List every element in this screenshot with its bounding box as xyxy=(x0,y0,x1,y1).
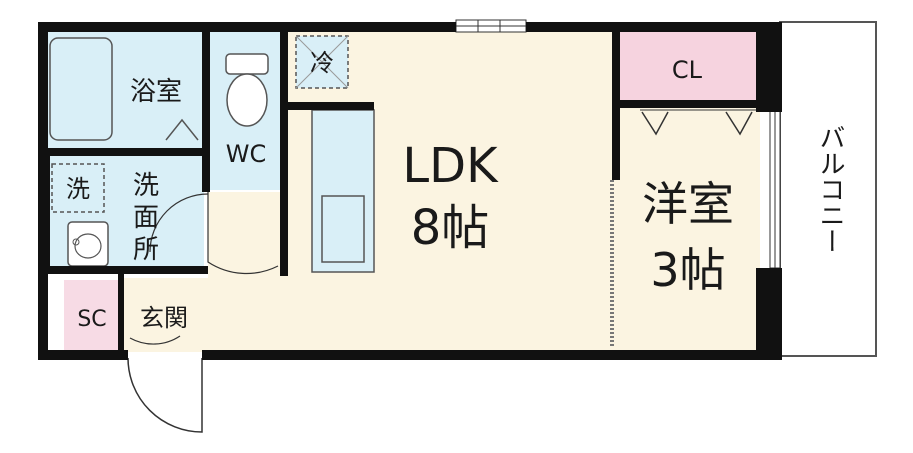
entrance-door-swing xyxy=(127,357,203,433)
closet-door-mark xyxy=(725,111,753,136)
wc-door-swing xyxy=(207,192,279,275)
bath-drain-mark xyxy=(165,118,199,141)
room-label-entrance: 玄関 xyxy=(140,304,188,332)
bathtub xyxy=(49,37,113,141)
washer-label: 洗 xyxy=(66,175,90,203)
walls xyxy=(38,22,782,360)
balcony-label: バルコニー xyxy=(815,124,845,254)
room-label-closet: CL xyxy=(672,56,703,84)
room-size-ldk: 8帖 xyxy=(411,200,490,256)
toilet-tank xyxy=(225,53,269,75)
room-size-western: 3帖 xyxy=(650,243,725,297)
room-label-wc: WC xyxy=(226,140,267,168)
western-room-floor xyxy=(612,108,760,352)
room-label-washroom: 所 xyxy=(133,235,159,265)
closet-floor xyxy=(618,30,756,102)
hall-floor xyxy=(208,192,288,352)
room-label-washroom: 洗 xyxy=(133,171,159,201)
entrance-floor xyxy=(122,278,208,352)
balcony-area xyxy=(779,21,877,357)
kitchen-sink xyxy=(321,195,365,263)
fridge-cross xyxy=(295,35,349,89)
storage-door-swing xyxy=(129,335,181,345)
room-label-ldk: LDK xyxy=(402,138,499,194)
storage-floor xyxy=(64,280,120,350)
wash-basin-tap xyxy=(72,238,80,246)
closet-door-mark xyxy=(641,111,669,136)
room-label-bath: 浴室 xyxy=(130,77,182,107)
washer-space xyxy=(51,163,105,213)
fridge-label: 冷 xyxy=(310,49,334,77)
room-label-western: 洋室 xyxy=(642,177,734,231)
washroom-door-swing xyxy=(149,193,209,253)
room-label-storage: SC xyxy=(77,307,106,332)
room-label-washroom: 面 xyxy=(133,203,159,233)
toilet-bowl xyxy=(226,73,268,127)
wash-basin-bowl xyxy=(74,233,102,259)
